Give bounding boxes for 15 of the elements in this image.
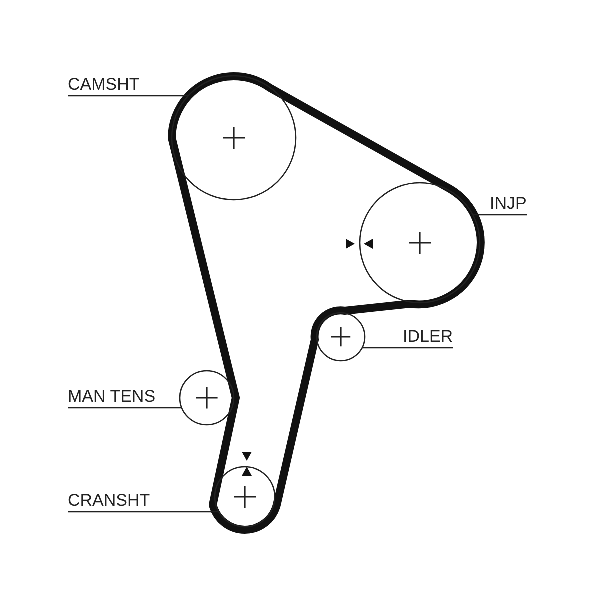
- leader-line: [68, 95, 188, 97]
- part-label: CAMSHT: [68, 74, 140, 96]
- pulley: [358, 181, 482, 305]
- pulley: [178, 369, 236, 427]
- leader-line: [68, 407, 182, 409]
- part-label: CRANSHT: [68, 490, 150, 512]
- part-label: IDLER: [403, 326, 454, 348]
- pulley: [170, 74, 298, 202]
- leader-line: [68, 511, 220, 513]
- leader-line: [362, 347, 453, 349]
- pulley: [213, 465, 277, 529]
- pulley: [315, 311, 367, 363]
- part-label: MAN TENS: [68, 386, 156, 408]
- leader-line: [473, 214, 527, 216]
- part-label: INJP: [490, 193, 527, 215]
